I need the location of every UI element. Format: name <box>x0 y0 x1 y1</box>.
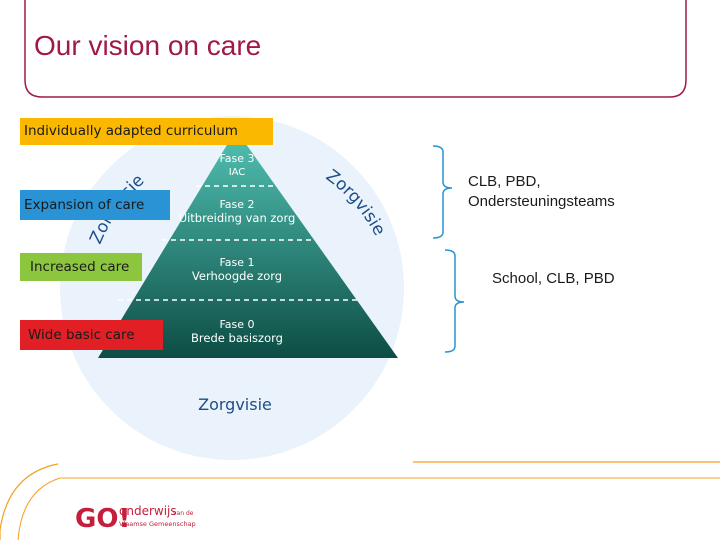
level-3-phase: Fase 3 <box>219 152 254 165</box>
level-1-name: Verhoogde zorg <box>192 269 282 283</box>
bracket-upper <box>432 145 453 239</box>
level-0-phase: Fase 0 <box>219 318 254 331</box>
side-note-upper-line1: CLB, PBD, <box>468 173 541 190</box>
go-logo: GO! onderwijs van de Vlaamse Gemeenschap <box>75 504 196 534</box>
circle-caption: Zorgvisie <box>198 395 272 414</box>
level-2-name: Uitbreiding van zorg <box>179 211 296 225</box>
level-2-phase: Fase 2 <box>219 198 254 211</box>
logo-mark: GO! <box>75 504 130 534</box>
level-3-name: IAC <box>229 167 246 178</box>
label-individual-curriculum: Individually adapted curriculum <box>20 118 273 145</box>
logo-text-sub: Vlaamse Gemeenschap <box>119 520 196 528</box>
label-expansion-of-care: Expansion of care <box>20 190 170 220</box>
level-1-phase: Fase 1 <box>219 256 254 269</box>
slide-title: Our vision on care <box>34 30 262 61</box>
side-note-upper-line2: Ondersteuningsteams <box>468 193 615 210</box>
side-note-lower: School, CLB, PBD <box>492 270 615 287</box>
level-0-name: Brede basiszorg <box>191 331 283 345</box>
label-increased-care: Increased care <box>20 253 142 281</box>
pyramid-shape <box>98 130 398 358</box>
bracket-lower <box>444 249 465 353</box>
side-note-upper: CLB, PBD, Ondersteuningsteams <box>468 172 615 212</box>
label-wide-basic-care: Wide basic care <box>20 320 163 350</box>
logo-text-van: van de <box>173 510 194 517</box>
logo-text-main: onderwijs <box>119 504 177 518</box>
